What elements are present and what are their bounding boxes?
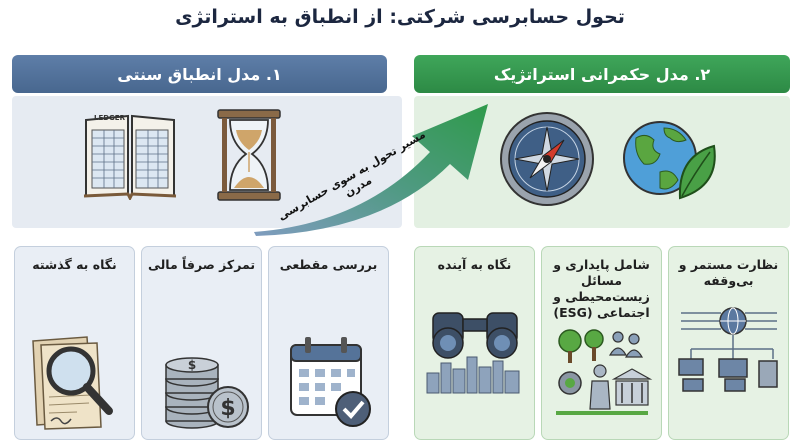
- svg-text:$: $: [220, 396, 235, 421]
- hourglass-icon: [217, 109, 281, 201]
- card-looking-forward: نگاه به آینده: [414, 246, 535, 440]
- binoculars-city-icon: [426, 312, 520, 394]
- page-title: تحول حسابرسی شرکتی: از انطباق به استراتژ…: [175, 6, 625, 28]
- card-label: بررسی مقطعی: [279, 257, 378, 272]
- card-esg-sustainability: شامل پایداری و مسائل زیست‌محیطی و اجتماع…: [541, 246, 662, 440]
- calendar-check-icon: [290, 337, 371, 427]
- traditional-model-heading: ۱. مدل انطباق سنتی: [117, 64, 282, 84]
- esg-community-icon: [556, 329, 653, 415]
- compass-icon: [500, 112, 594, 206]
- card-label: نظارت مستمر و بی‌وقفه: [678, 257, 779, 288]
- card-label: تمرکز صرفاً مالی: [147, 257, 256, 272]
- network-monitoring-icon: [678, 307, 778, 392]
- transition-arrow: [254, 104, 488, 236]
- card-label: نگاه به گذشته: [32, 257, 117, 272]
- traditional-model-panel: [12, 96, 402, 228]
- svg-text:$: $: [188, 358, 196, 372]
- card-point-in-time-review: بررسی مقطعی: [268, 246, 389, 440]
- coin-stack-icon: $ $: [165, 357, 249, 429]
- ledger-book-icon: [83, 114, 177, 200]
- strategic-model-header: ۲. مدل حکمرانی استراتژیک: [414, 55, 790, 93]
- card-finance-only-focus: تمرکز صرفاً مالی $ $: [141, 246, 262, 440]
- card-continuous-monitoring: نظارت مستمر و بی‌وقفه: [668, 246, 789, 440]
- card-looking-back: نگاه به گذشته: [14, 246, 135, 440]
- ledger-label: LEDGER: [94, 114, 125, 122]
- card-label: شامل پایداری و مسائل زیست‌محیطی و اجتماع…: [553, 257, 650, 320]
- traditional-model-header: ۱. مدل انطباق سنتی: [12, 55, 387, 93]
- card-label: نگاه به آینده: [437, 257, 512, 272]
- globe-leaf-icon: [623, 121, 716, 200]
- magnifier-documents-icon: [32, 336, 113, 430]
- strategic-model-heading: ۲. مدل حکمرانی استراتژیک: [493, 64, 711, 84]
